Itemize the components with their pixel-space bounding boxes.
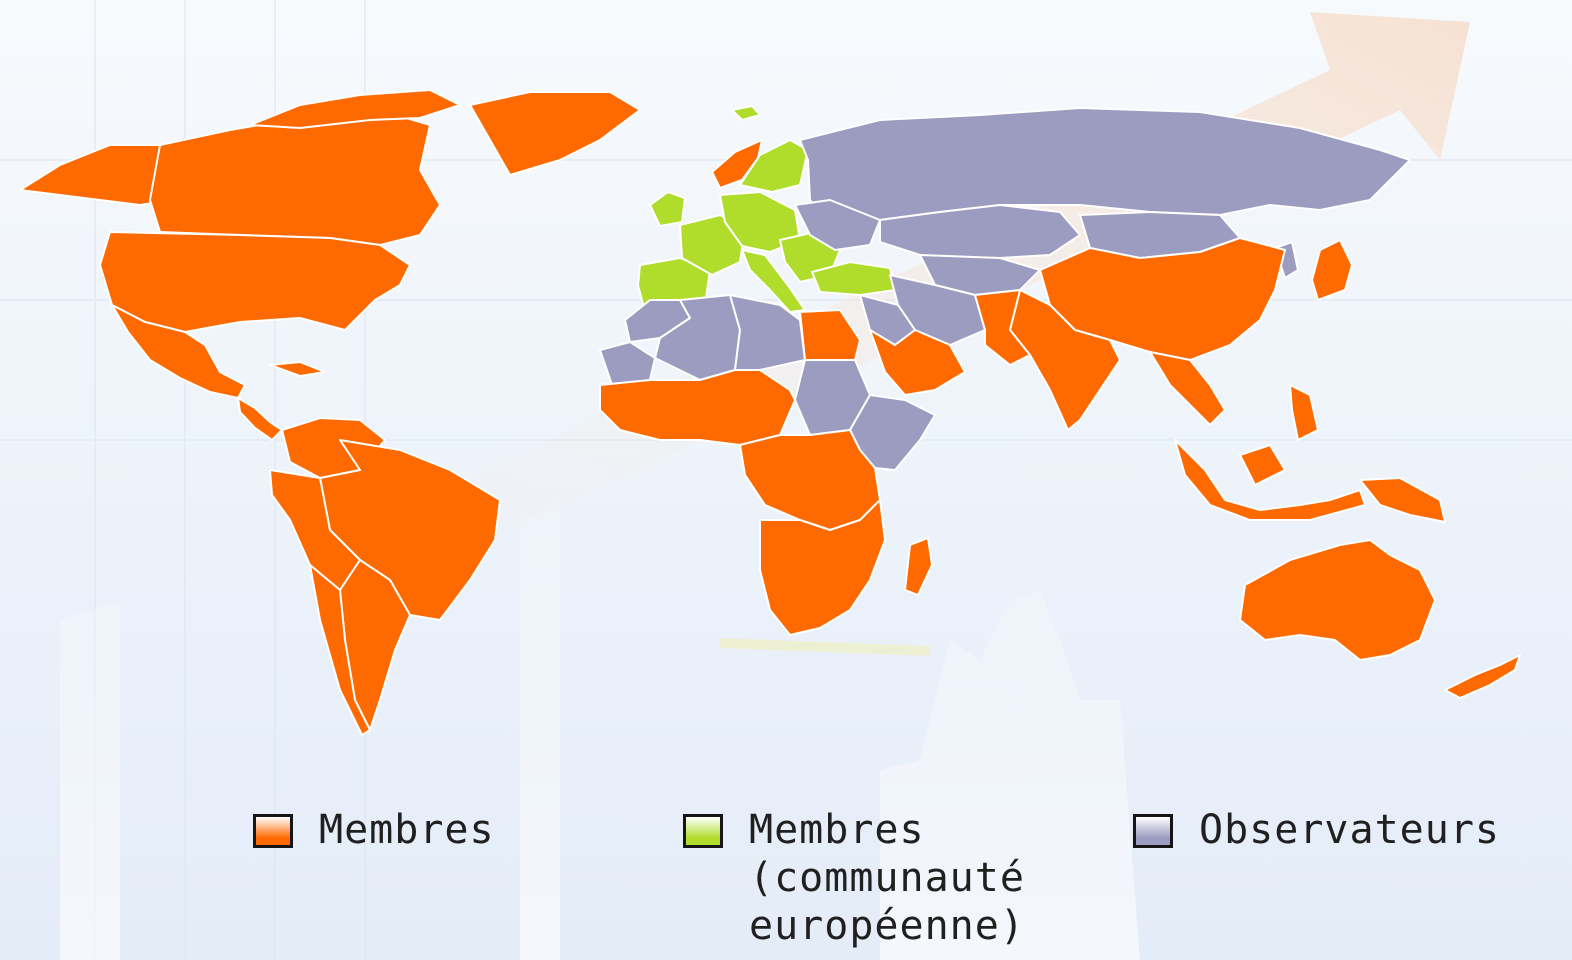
country-arctic-islands (249, 89, 461, 129)
country-italy (741, 249, 806, 313)
country-egypt (799, 309, 861, 361)
country-central-america (237, 397, 283, 441)
country-japan (1311, 239, 1353, 301)
legend-item-membres: Membres (253, 806, 495, 854)
country-afghanistan-pakistan (974, 289, 1031, 366)
country-papua-new-guinea (1359, 477, 1446, 523)
country-australia (1239, 539, 1436, 661)
country-philippines (1289, 384, 1319, 441)
country-france (679, 214, 746, 276)
country-borneo (1239, 444, 1286, 486)
country-west-africa (599, 369, 796, 446)
legend-item-membres-ce: Membres (communauté européenne) (683, 806, 1025, 950)
background-buildings (60, 500, 1140, 960)
legend: Membres Membres (communauté européenne) … (0, 806, 1572, 956)
legend-label-membres: Membres (319, 807, 495, 853)
legend-label-membres-ce: Membres (communauté européenne) (749, 807, 1025, 949)
legend-label-observateurs: Observateurs (1199, 807, 1500, 853)
country-kazakhstan (879, 204, 1081, 263)
country-indonesia (1174, 439, 1366, 521)
country-norway (711, 139, 763, 189)
country-southeast-asia (1149, 351, 1226, 426)
country-uk-ireland (649, 191, 686, 227)
background-highlight (719, 638, 931, 656)
country-western-sahara (599, 341, 656, 386)
country-greenland (469, 91, 641, 176)
country-mexico (111, 304, 246, 399)
legend-swatch-membres-ce (683, 814, 723, 848)
legend-swatch-membres (253, 814, 293, 848)
countries-layer (19, 89, 1521, 736)
country-saudi-arabia (869, 329, 966, 396)
country-chile (309, 564, 371, 736)
country-cuba (269, 361, 326, 377)
country-madagascar (904, 537, 933, 596)
country-libya (729, 294, 806, 371)
country-ukraine-belarus (794, 199, 881, 251)
country-iceland (731, 105, 761, 121)
country-new-zealand (1444, 654, 1521, 699)
country-southern-africa (759, 499, 886, 636)
legend-item-observateurs: Observateurs (1133, 806, 1500, 854)
legend-swatch-observateurs (1133, 814, 1173, 848)
